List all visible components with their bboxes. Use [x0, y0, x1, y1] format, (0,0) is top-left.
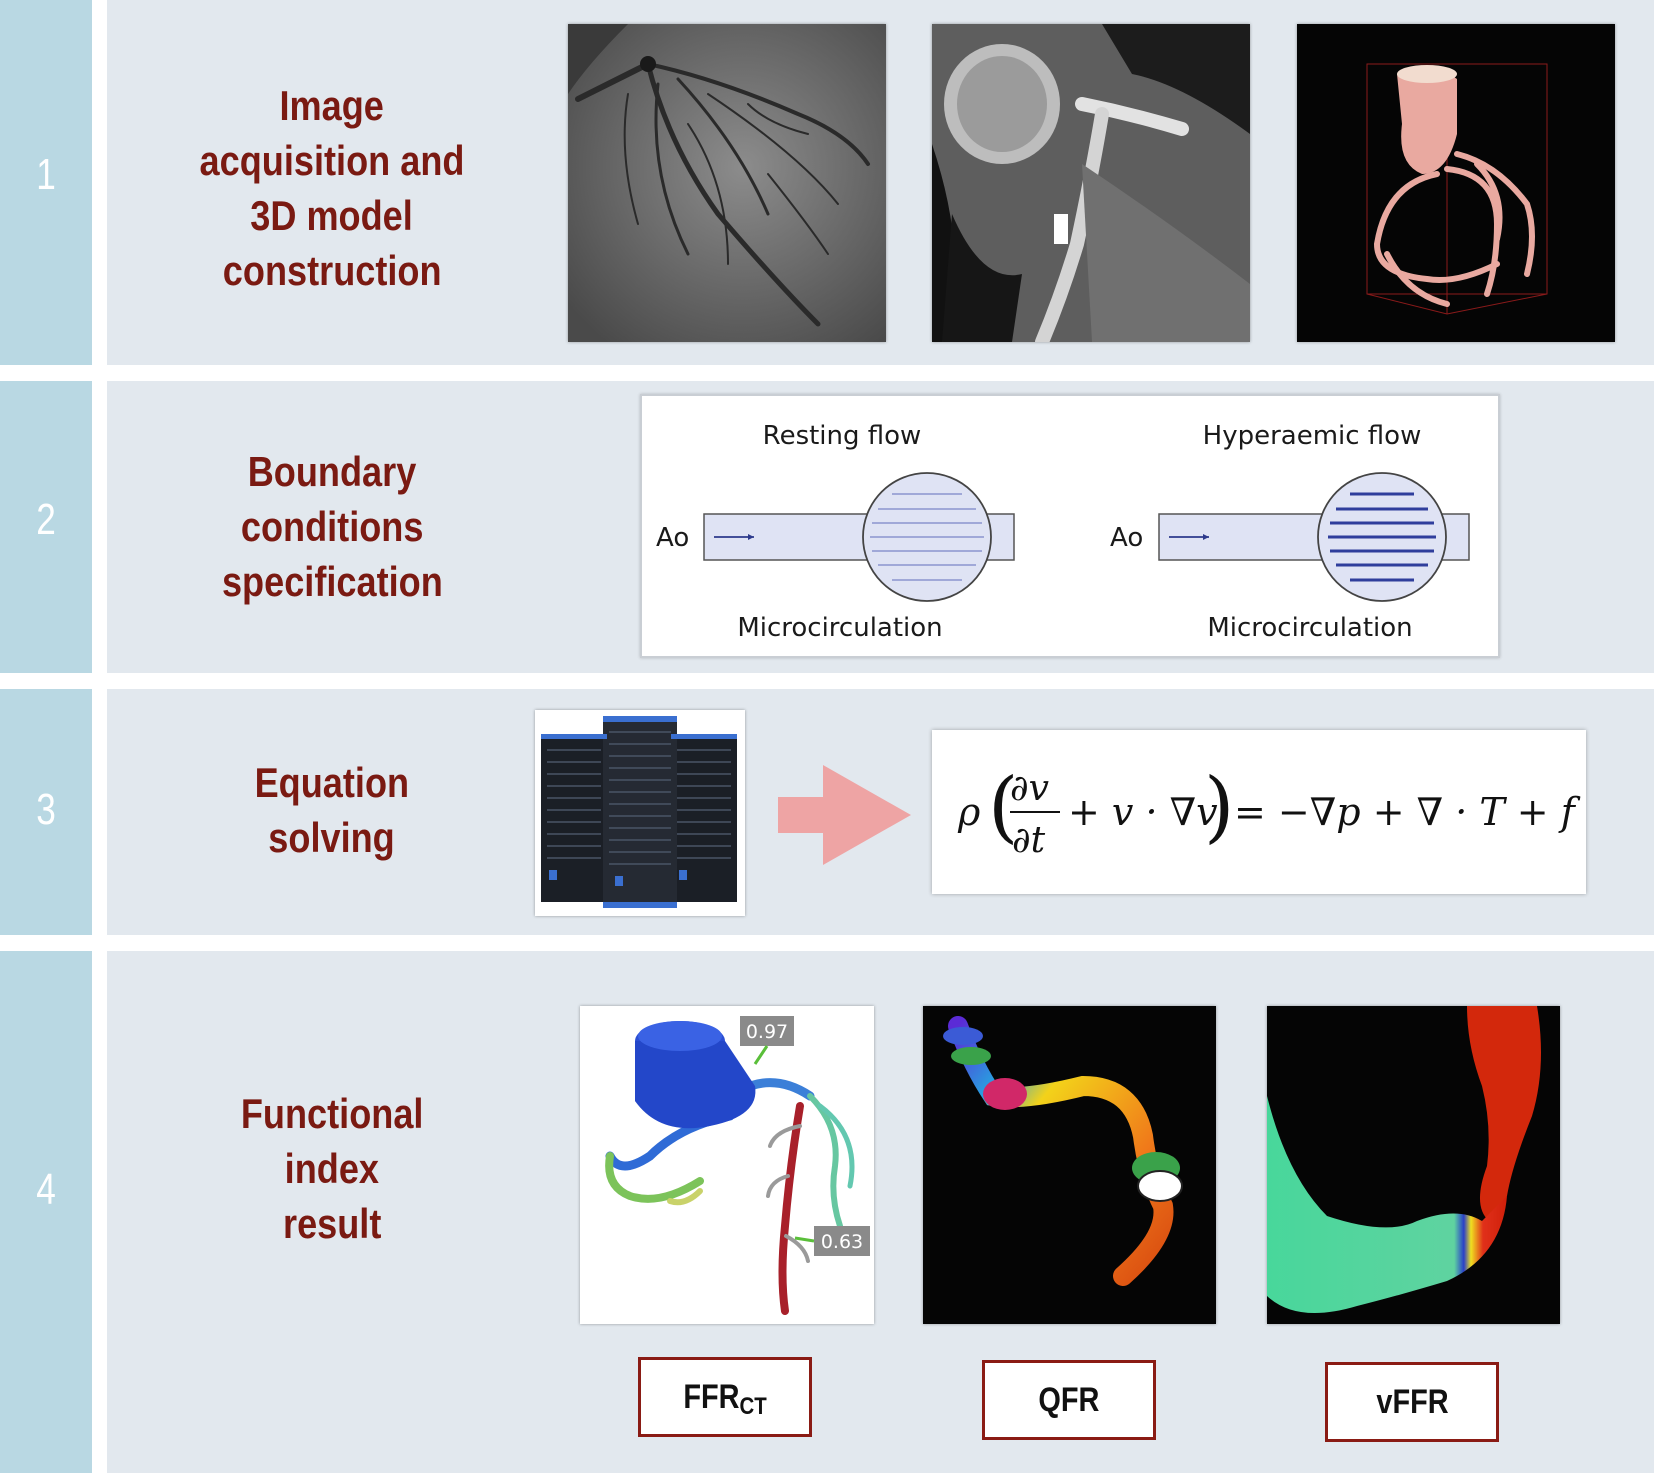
ffrct-model-image: 0.97 0.63	[580, 1006, 874, 1324]
equation-right-hand-side: = −∇p + ∇ · T + f	[1234, 790, 1581, 834]
ffrct-value-bottom: 0.63	[821, 1231, 863, 1253]
3d-coronary-model-image	[1297, 24, 1615, 342]
angiography-image	[568, 24, 886, 342]
right-arrow-icon	[778, 765, 911, 865]
ffrct-label: FFRCT	[638, 1357, 812, 1437]
step-1-title: Image acquisition and 3D model construct…	[199, 82, 465, 294]
server-rack-image	[535, 710, 745, 916]
vffr-label: vFFR	[1325, 1362, 1499, 1442]
resting-ao-label: Ao	[656, 523, 689, 553]
hyperaemic-flow-title: Hyperaemic flow	[1203, 421, 1422, 451]
qfr-model-image	[923, 1006, 1216, 1324]
ct-image	[932, 24, 1250, 342]
vffr-model-image	[1267, 1006, 1560, 1324]
step-2-number: 2	[36, 495, 56, 544]
step-3-number: 3	[36, 785, 56, 834]
equation-partial-denominator: ∂t	[1012, 820, 1046, 861]
step-2-title: Boundary conditions specification	[221, 448, 443, 605]
step-3-number-bar	[0, 689, 92, 935]
step-1-number-bar	[0, 0, 92, 365]
equation-rho: ρ	[957, 790, 981, 834]
step-4-number: 4	[36, 1165, 56, 1214]
step-4-number-bar	[0, 951, 92, 1473]
hyperaemic-microcirculation-label: Microcirculation	[1207, 613, 1412, 643]
step-1-number: 1	[36, 150, 56, 199]
resting-microcirculation-label: Microcirculation	[737, 613, 942, 643]
boundary-conditions-diagram: Resting flow Ao Microcirculation Hyperae…	[640, 394, 1500, 658]
hyperaemic-ao-label: Ao	[1110, 523, 1143, 553]
ffrct-value-top: 0.97	[746, 1021, 788, 1043]
resting-flow-title: Resting flow	[763, 421, 922, 451]
equation-right-paren: )	[1204, 762, 1234, 852]
step-2-number-bar	[0, 381, 92, 673]
navier-stokes-equation: ρ ( ∂v ∂t + v · ∇v ) = −∇p + ∇ · T + f	[932, 730, 1586, 894]
step-4-title: Functional index result	[240, 1090, 424, 1247]
qfr-label: QFR	[982, 1360, 1156, 1440]
equation-convective-term: + v · ∇v	[1068, 790, 1218, 834]
step-3-title: Equation solving	[254, 759, 410, 861]
equation-partial-numerator: ∂v	[1010, 768, 1049, 809]
equation-left-paren: (	[988, 762, 1018, 852]
